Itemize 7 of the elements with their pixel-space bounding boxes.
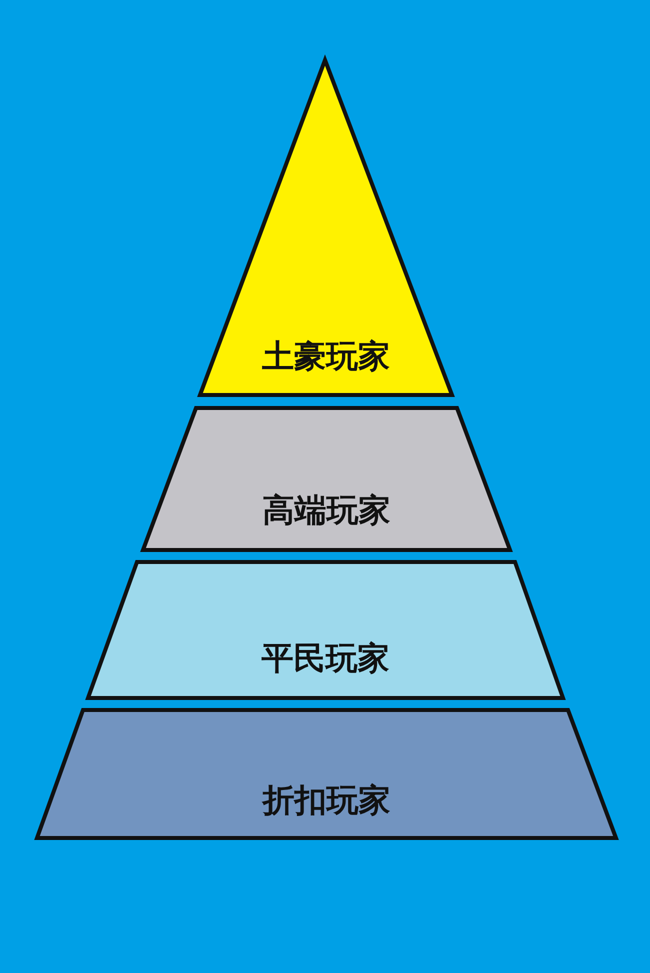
tier-label: 土豪玩家 <box>262 340 390 372</box>
pyramid-tier <box>141 406 512 552</box>
pyramid-tier <box>86 560 565 700</box>
tier-label: 平民玩家 <box>262 642 390 674</box>
tier-label: 折扣玩家 <box>262 784 390 816</box>
pyramid-tier <box>35 708 618 840</box>
tier-label: 高端玩家 <box>262 494 390 526</box>
